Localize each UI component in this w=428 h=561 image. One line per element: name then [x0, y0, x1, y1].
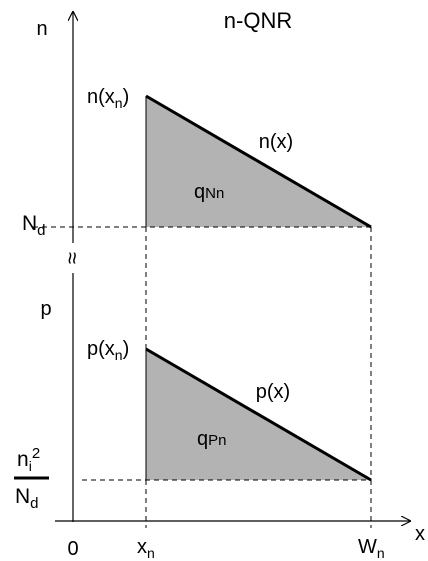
n-peak-label: n(xn) [87, 86, 129, 111]
axis-break-symbol: ≈ [60, 252, 85, 264]
p-curve-label: p(x) [256, 381, 290, 403]
xn-label: xn [137, 536, 155, 561]
n-axis-label: n [36, 18, 47, 40]
p-axis-label: p [40, 298, 51, 320]
qnn-label: qNn [194, 181, 224, 203]
axis-break-gap [63, 243, 83, 273]
wn-label: Wn [358, 536, 385, 561]
n-curve-label: n(x) [259, 131, 293, 153]
nd-denominator: Nd [15, 485, 39, 512]
hole-profile-line [145, 347, 372, 482]
diagram-title: n-QNR [224, 8, 292, 33]
ni2-numerator: ni2 [17, 445, 40, 474]
electron-profile-line [145, 94, 372, 229]
nd-label: Nd [22, 212, 46, 239]
qpn-label: qPn [197, 428, 226, 450]
p-peak-label: p(xn) [87, 338, 129, 363]
origin-label: 0 [67, 538, 78, 560]
x-axis-label: x [415, 523, 425, 545]
